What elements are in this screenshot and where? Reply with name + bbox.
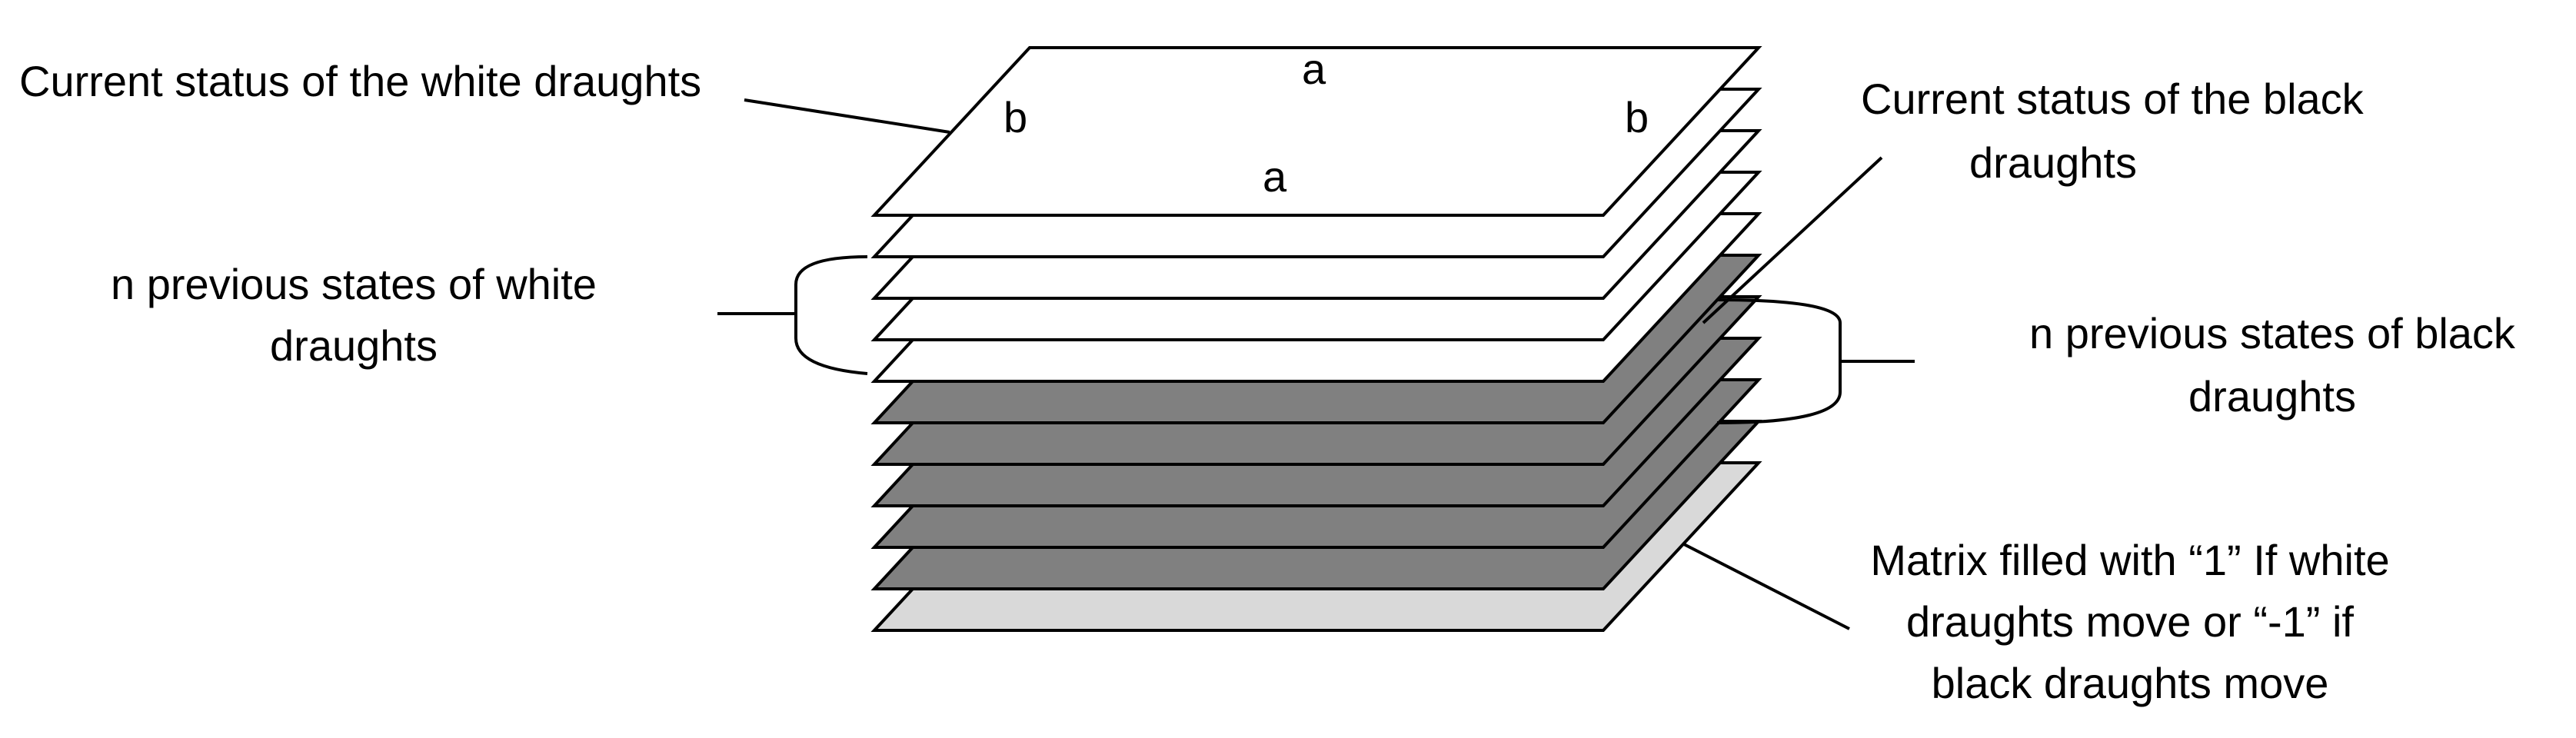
connector-group (717, 98, 1915, 630)
layer-group (870, 46, 1762, 632)
white-current-label: Current status of the white draughts (19, 57, 702, 105)
black-current-leader (1702, 156, 1883, 324)
black-prev-label-line1: n previous states of black (2029, 309, 2515, 357)
right-edge-b-label: b (1625, 93, 1649, 141)
matrix-label-line1: Matrix filled with “1” If white (1870, 536, 2390, 584)
white-current-leader (744, 98, 950, 134)
white-prev-label-line2: draughts (270, 321, 438, 370)
left-edge-b-label: b (1003, 93, 1028, 141)
layer-white-1 (870, 46, 1762, 217)
white-prev-label-line1: n previous states of white (111, 260, 597, 308)
matrix-label-line3: black draughts move (1931, 659, 2329, 707)
white-prev-brace (794, 255, 868, 375)
black-current-label-line2: draughts (1969, 138, 2137, 187)
black-current-label-line1: Current status of the black (1861, 75, 2364, 123)
black-prev-label-line2: draughts (2188, 372, 2356, 421)
black-prev-brace (1716, 298, 1842, 424)
front-edge-a-label: a (1263, 152, 1287, 201)
top-edge-a-label: a (1302, 45, 1326, 93)
matrix-leader (1683, 543, 1850, 630)
matrix-label-line2: draughts move or “-1” if (1906, 597, 2354, 646)
